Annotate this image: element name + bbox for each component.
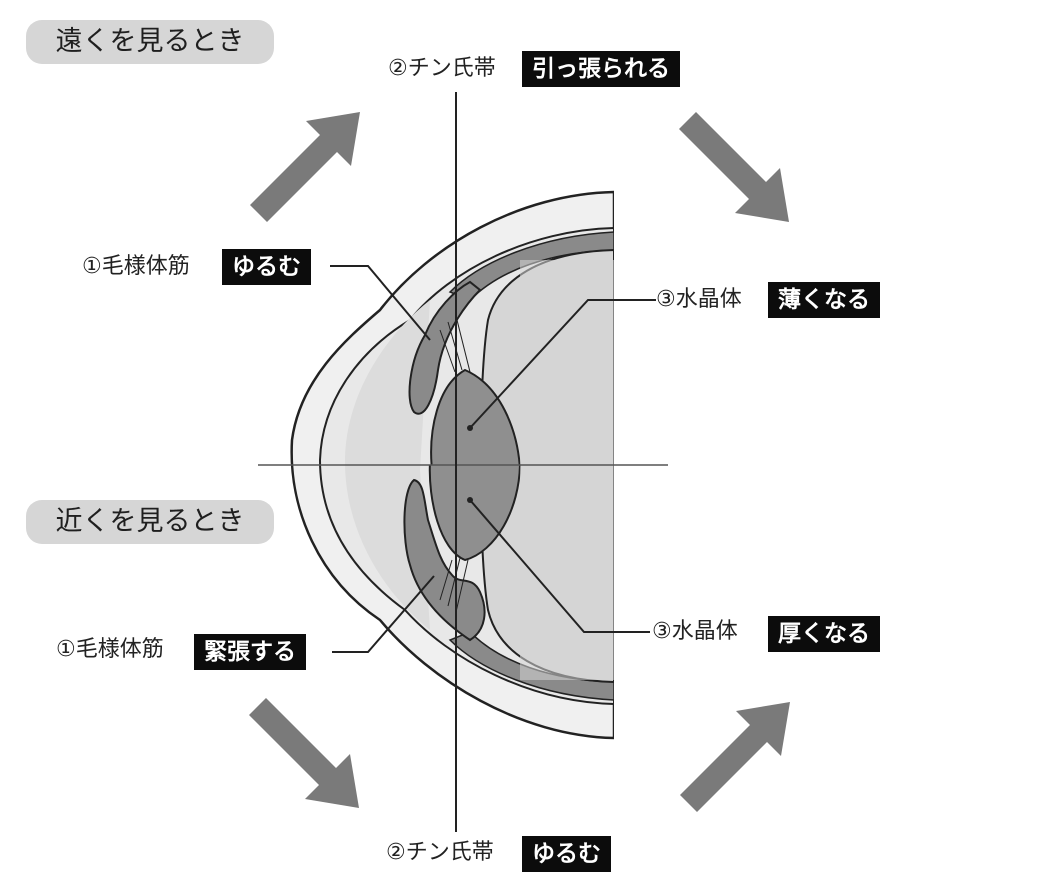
- near-zonule-state: ゆるむ: [522, 836, 611, 872]
- arrow-far-right-down: [679, 112, 789, 222]
- leader-ciliary-far: [330, 265, 431, 341]
- ciliary-muscle-bottom: [403, 478, 486, 642]
- near-lens-label: ③水晶体: [652, 619, 738, 644]
- far-ciliary-label: ①毛様体筋: [82, 254, 190, 279]
- far-zonule-state: 引っ張られる: [522, 51, 680, 87]
- far-lens-label: ③水晶体: [656, 287, 742, 312]
- near-ciliary-state: 緊張する: [194, 634, 306, 670]
- leader-lens-near: [469, 499, 650, 633]
- lens-bottom: [428, 465, 521, 562]
- leader-lens-far: [469, 299, 656, 429]
- lens-top: [430, 368, 521, 465]
- near-zonule-label: ②チン氏帯: [386, 840, 494, 865]
- near-lens-state: 厚くなる: [768, 616, 880, 652]
- far-heading: 遠くを見るとき: [26, 20, 274, 64]
- far-zonule-label: ②チン氏帯: [388, 56, 496, 81]
- near-heading: 近くを見るとき: [26, 500, 274, 544]
- leader-ciliary-near: [332, 575, 435, 653]
- arrow-far-left-up: [250, 112, 360, 222]
- far-ciliary-state: ゆるむ: [222, 249, 311, 285]
- arrow-near-right-up: [680, 702, 790, 812]
- ciliary-muscle-top: [408, 280, 482, 415]
- arrow-near-left-down: [249, 698, 359, 808]
- near-ciliary-label: ①毛様体筋: [56, 637, 164, 662]
- eye-cross-section: [290, 190, 614, 740]
- far-lens-state: 薄くなる: [768, 282, 880, 318]
- eye-right-shading: [520, 260, 614, 680]
